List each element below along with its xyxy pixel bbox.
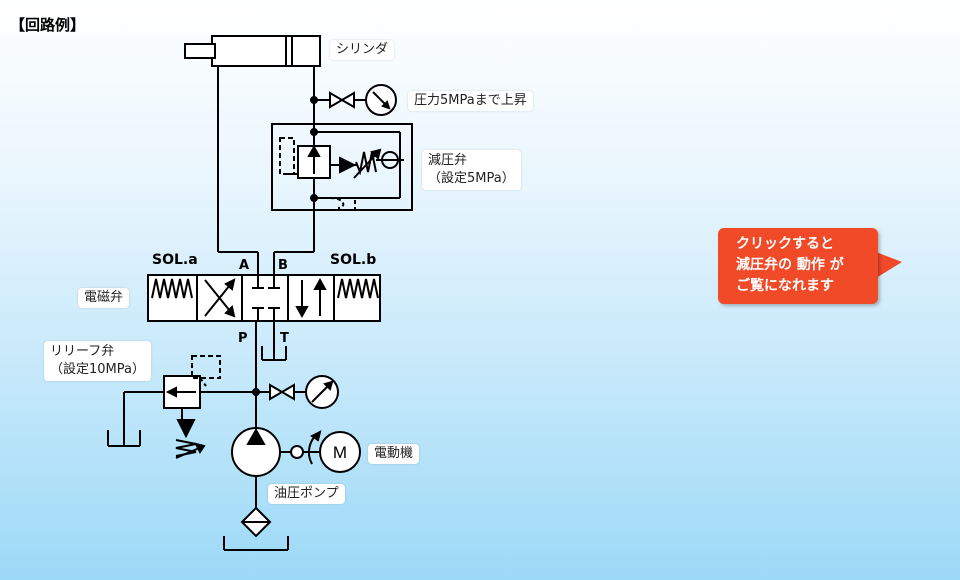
pressure-gauge-top <box>365 84 397 116</box>
solenoid-valve-symbol <box>147 274 381 322</box>
label-relief-valve-name: リリーフ弁 <box>50 344 115 359</box>
relief-valve-symbol <box>163 355 221 459</box>
label-reducing-valve: 減圧弁 （設定5MPa） <box>422 150 521 190</box>
solenoid-a-label: SOL.a <box>152 252 198 268</box>
click-callout[interactable]: クリックすると 減圧弁の 動作 が ご覧になれます <box>718 228 902 306</box>
label-relief-valve-setting: （設定10MPa） <box>50 362 145 377</box>
motor-letter: M <box>333 443 347 462</box>
callout-tail <box>876 252 902 278</box>
reducing-valve-symbol <box>279 131 404 211</box>
port-p: P <box>238 331 248 346</box>
reducing-valve-box <box>271 123 413 211</box>
label-pressure-rise: 圧力5MPaまで上昇 <box>408 91 533 111</box>
callout-line-1: クリックすると <box>736 236 834 252</box>
needle-valve-top <box>329 91 355 109</box>
filter-symbol <box>240 506 272 538</box>
label-reducing-valve-name: 減圧弁 <box>428 153 468 168</box>
callout-line-2: 減圧弁の 動作 が <box>736 257 844 273</box>
solenoid-b-label: SOL.b <box>330 252 377 268</box>
port-b: B <box>278 258 288 273</box>
hydraulic-pump-symbol <box>231 427 281 477</box>
label-pump: 油圧ポンプ <box>268 484 345 504</box>
port-a: A <box>239 258 250 273</box>
label-cylinder: シリンダ <box>330 40 395 60</box>
electric-motor-symbol <box>307 430 361 473</box>
callout-box[interactable]: クリックすると 減圧弁の 動作 が ご覧になれます <box>718 228 878 304</box>
label-motor: 電動機 <box>368 444 420 464</box>
label-solenoid-valve: 電磁弁 <box>78 288 130 308</box>
cylinder-symbol <box>184 35 321 67</box>
callout-line-3: ご覧になれます <box>736 278 834 294</box>
pressure-gauge-bottom <box>305 375 339 409</box>
needle-valve-bottom <box>269 383 295 401</box>
label-relief-valve: リリーフ弁 （設定10MPa） <box>44 341 151 381</box>
label-reducing-valve-setting: （設定5MPa） <box>428 171 515 186</box>
page-heading: 【回路例】 <box>10 16 86 34</box>
port-t: T <box>280 331 289 346</box>
